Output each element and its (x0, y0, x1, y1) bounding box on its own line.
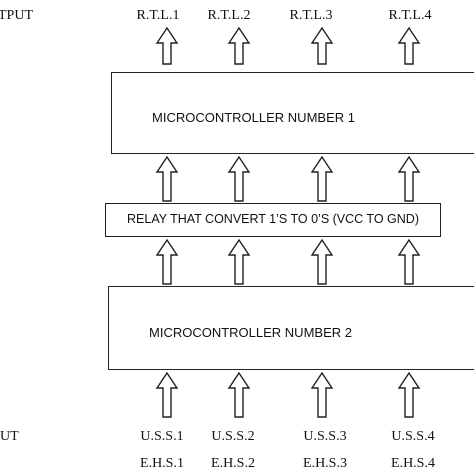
rtl-label-3: R.T.L.3 (289, 8, 333, 23)
arrow-relay-mc1-2 (228, 156, 250, 202)
output-side-label: TPUT (0, 8, 33, 23)
arrow-in-mc2-4 (398, 372, 420, 418)
microcontroller-1-box: MICROCONTROLLER NUMBER 1 (111, 72, 474, 154)
arrow-mc1-out-1 (156, 27, 178, 65)
uss-label-3: U.S.S.3 (303, 429, 347, 444)
microcontroller-2-box: MICROCONTROLLER NUMBER 2 (108, 286, 474, 370)
arrow-in-mc2-2 (228, 372, 250, 418)
arrow-relay-mc1-4 (398, 156, 420, 202)
arrow-mc1-out-4 (398, 27, 420, 65)
arrow-in-mc2-1 (156, 372, 178, 418)
arrow-mc2-relay-4 (398, 239, 420, 285)
arrow-mc2-relay-1 (156, 239, 178, 285)
rtl-label-2: R.T.L.2 (207, 8, 251, 23)
arrow-relay-mc1-1 (156, 156, 178, 202)
arrow-mc2-relay-2 (228, 239, 250, 285)
arrow-mc1-out-3 (311, 27, 333, 65)
relay-box: RELAY THAT CONVERT 1’S TO 0’S (VCC TO GN… (105, 203, 441, 237)
arrow-relay-mc1-3 (311, 156, 333, 202)
ehs-label-4: E.H.S.4 (391, 456, 435, 471)
uss-label-4: U.S.S.4 (391, 429, 435, 444)
microcontroller-2-label: MICROCONTROLLER NUMBER 2 (149, 325, 352, 340)
rtl-label-1: R.T.L.1 (136, 8, 180, 23)
ehs-label-3: E.H.S.3 (303, 456, 347, 471)
arrow-mc1-out-2 (228, 27, 250, 65)
rtl-label-4: R.T.L.4 (388, 8, 432, 23)
relay-label: RELAY THAT CONVERT 1’S TO 0’S (VCC TO GN… (127, 212, 419, 226)
microcontroller-1-label: MICROCONTROLLER NUMBER 1 (152, 110, 355, 125)
uss-label-2: U.S.S.2 (211, 429, 255, 444)
input-side-label: UT (0, 429, 19, 444)
arrow-in-mc2-3 (311, 372, 333, 418)
arrow-mc2-relay-3 (311, 239, 333, 285)
ehs-label-1: E.H.S.1 (140, 456, 184, 471)
ehs-label-2: E.H.S.2 (211, 456, 255, 471)
uss-label-1: U.S.S.1 (140, 429, 184, 444)
